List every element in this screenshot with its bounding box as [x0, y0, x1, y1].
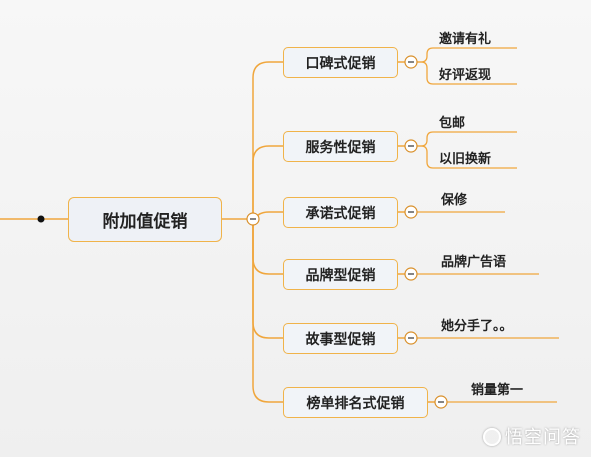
- leaf-connector-1-2: [417, 61, 517, 85]
- branch-node-2[interactable]: 服务性促销: [283, 131, 398, 162]
- branch-connector-4: [252, 225, 283, 275]
- branch-node-1[interactable]: 口碑式促销: [283, 47, 398, 78]
- leaf-node[interactable]: 她分手了。。: [441, 319, 513, 334]
- branch-node-6[interactable]: 榜单排名式促销: [283, 387, 428, 418]
- leaf-connector-1-1: [417, 47, 517, 63]
- wukong-logo-icon: [483, 428, 501, 446]
- leaf-node[interactable]: 邀请有礼: [439, 32, 492, 47]
- branch-connector-1: [252, 61, 283, 213]
- branch-connector-6: [252, 225, 283, 403]
- watermark-text: 悟空问答: [505, 427, 581, 448]
- branch-connector-2: [252, 145, 283, 213]
- branch-node-3[interactable]: 承诺式促销: [283, 197, 398, 228]
- watermark: 悟空问答: [483, 423, 581, 449]
- root-anchor-dot: [37, 215, 45, 223]
- leaf-node[interactable]: 以旧换新: [439, 152, 492, 167]
- leaf-node[interactable]: 保修: [441, 193, 468, 208]
- branch-connector-5: [252, 225, 283, 339]
- branch-node-4[interactable]: 品牌型促销: [283, 259, 398, 290]
- leaf-node[interactable]: 好评返现: [439, 68, 492, 83]
- root-node[interactable]: 附加值促销: [68, 197, 222, 242]
- leaf-node[interactable]: 包邮: [439, 116, 466, 131]
- leaf-connector-2-2: [417, 145, 517, 169]
- leaf-connector-2-1: [417, 131, 517, 147]
- leaf-node[interactable]: 销量第一: [471, 383, 524, 398]
- leaf-node[interactable]: 品牌广告语: [441, 255, 507, 270]
- branch-node-5[interactable]: 故事型促销: [283, 323, 398, 354]
